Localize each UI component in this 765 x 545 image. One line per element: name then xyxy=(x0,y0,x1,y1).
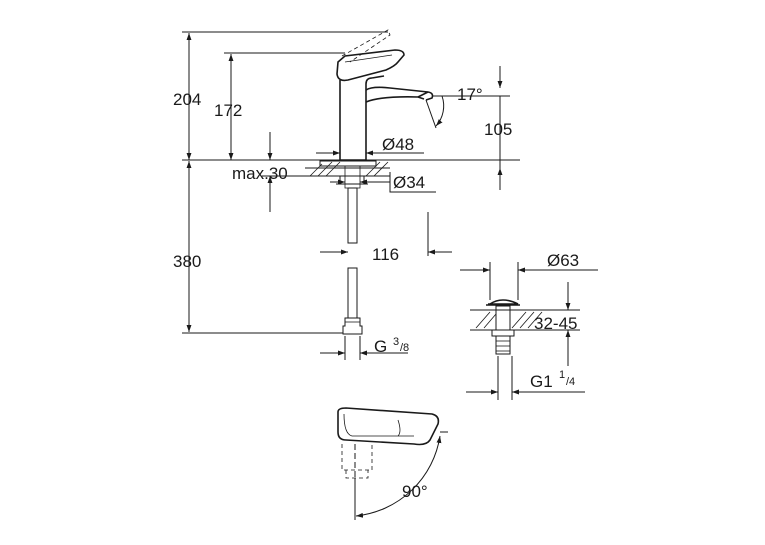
dim-lever-angle: 17° xyxy=(457,85,483,104)
dimension-lines-height xyxy=(182,31,388,160)
dim-waste-thread-sub: /4 xyxy=(566,376,575,388)
dim-waste-thread: G1 xyxy=(530,372,553,391)
dim-rotation-angle: 90° xyxy=(402,482,428,501)
dim-waste-range: 32-45 xyxy=(534,314,577,333)
waste-drawing xyxy=(470,299,580,355)
dim-max-thickness: max.30 xyxy=(232,164,288,183)
dim-body-diameter: Ø48 xyxy=(382,135,414,154)
dimension-lever-angle xyxy=(425,66,510,190)
dim-hose-offset: 116 xyxy=(372,245,399,264)
dim-spout-height: 172 xyxy=(214,101,242,120)
dim-hose-length: 380 xyxy=(173,252,201,271)
dimension-connection xyxy=(320,336,408,360)
dim-hole-diameter: Ø34 xyxy=(393,173,425,192)
dim-connection-sub: /8 xyxy=(400,342,409,354)
dimension-rotation xyxy=(355,431,448,518)
faucet-top-view xyxy=(337,407,440,520)
dimension-base xyxy=(262,132,436,212)
dim-total-height: 204 xyxy=(173,90,201,109)
dim-waste-thread-sup: 1 xyxy=(559,369,565,381)
dim-waste-diameter: Ø63 xyxy=(547,251,579,270)
dim-spout-reach: 105 xyxy=(484,120,512,139)
dim-connection-sup: 3 xyxy=(393,336,399,348)
counter-hatching xyxy=(305,161,390,177)
dimension-hose xyxy=(182,161,452,334)
dimension-waste xyxy=(460,262,598,400)
dim-connection: G xyxy=(374,337,387,356)
